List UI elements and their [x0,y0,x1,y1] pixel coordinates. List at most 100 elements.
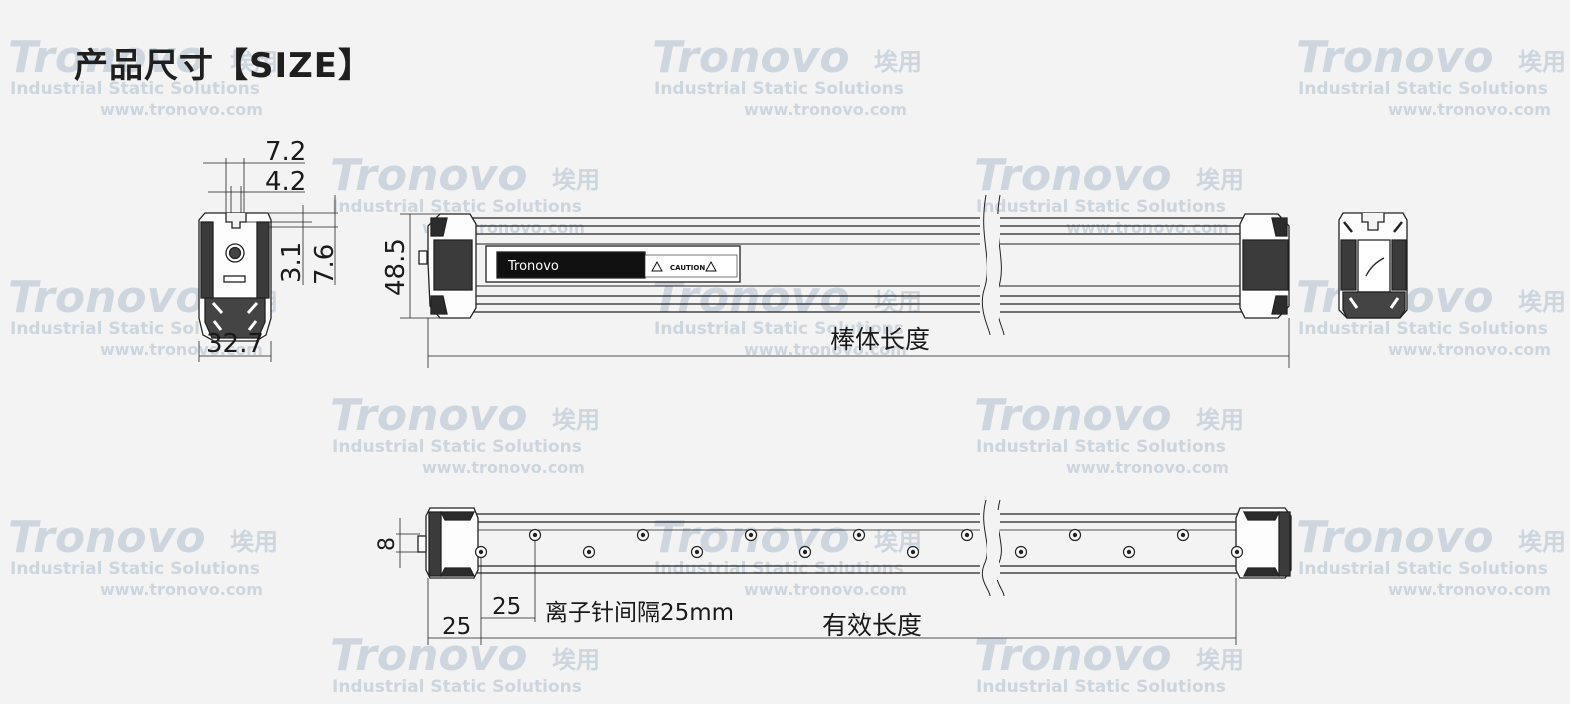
dim-pin-offset: 8 [375,537,400,551]
watermark-logo: Tronovo 埃用 Industrial Static Solutionswww.… [8,32,278,119]
pin-spacing-note: 离子针间隔25mm [545,600,734,626]
svg-text:Industrial Static Solutions: Industrial Static Solutions [654,319,904,339]
ion-pin-tip [478,549,484,555]
svg-text:埃用: 埃用 [1518,528,1566,556]
svg-text:埃用: 埃用 [230,48,278,76]
svg-text:埃用: 埃用 [1518,48,1566,76]
bar-pin-view [396,499,1292,645]
dim-slot-depth: 3.1 [277,242,307,283]
dim-effective-length: 有效长度 [822,611,922,640]
ion-pin-group [474,528,1244,559]
svg-text:Industrial Static Solutions: Industrial Static Solutions [332,677,582,697]
svg-text:Tronovo: Tronovo [8,512,206,563]
svg-text:Tronovo: Tronovo [974,630,1172,681]
watermark-logo: Tronovo 埃用 Industrial Static Solutionswww.… [974,390,1244,477]
svg-text:埃用: 埃用 [874,288,922,316]
svg-text:www.tronovo.com: www.tronovo.com [1066,458,1229,477]
ion-pin-tip [532,532,538,538]
end-view-left [198,158,338,362]
svg-text:Industrial Static Solutions: Industrial Static Solutions [332,197,582,217]
ion-pin-tip [1126,549,1132,555]
svg-text:www.tronovo.com: www.tronovo.com [1388,340,1551,359]
ion-pin-tip [748,532,754,538]
svg-text:www.tronovo.com: www.tronovo.com [744,580,907,599]
watermark-logo: Tronovo 埃用 Industrial Static Solutionswww.… [1296,512,1566,599]
svg-text:www.tronovo.com: www.tronovo.com [1388,100,1551,119]
dim-height: 48.5 [381,238,411,296]
warning-icon [705,260,717,272]
watermark-logo: Tronovo 埃用 Industrial Static Solutionswww.… [8,512,278,599]
svg-text:埃用: 埃用 [552,166,600,194]
ion-pin-tip [910,549,916,555]
ion-pin-tip [856,532,862,538]
svg-text:埃用: 埃用 [230,528,278,556]
svg-text:埃用: 埃用 [1196,406,1244,434]
svg-text:Tronovo: Tronovo [974,390,1172,441]
ion-pin-tip [586,549,592,555]
svg-text:Tronovo: Tronovo [8,272,206,323]
ion-pin-tip [1072,532,1078,538]
svg-text:埃用: 埃用 [1196,166,1244,194]
svg-text:埃用: 埃用 [874,48,922,76]
svg-text:埃用: 埃用 [1518,288,1566,316]
svg-text:Industrial Static Solutions: Industrial Static Solutions [10,559,260,579]
end-view-right [1338,212,1408,319]
caution-label: CAUTION [670,264,705,272]
svg-text:Tronovo: Tronovo [8,32,206,83]
svg-text:Industrial Static Solutions: Industrial Static Solutions [332,437,582,457]
svg-text:Tronovo: Tronovo [330,150,528,201]
svg-text:埃用: 埃用 [1196,646,1244,674]
dim-end-width: 32.7 [206,329,264,359]
svg-text:埃用: 埃用 [552,646,600,674]
ion-pin-tip [1018,549,1024,555]
bar-front-view [400,194,1290,368]
svg-text:Tronovo: Tronovo [1296,32,1494,83]
svg-text:www.tronovo.com: www.tronovo.com [1066,218,1229,237]
svg-text:Tronovo: Tronovo [330,390,528,441]
svg-text:Industrial Static Solutions: Industrial Static Solutions [976,437,1226,457]
svg-text:埃用: 埃用 [552,406,600,434]
warning-icon [651,260,663,272]
ion-pin-tip [640,532,646,538]
svg-text:Industrial Static Solutions: Industrial Static Solutions [10,79,260,99]
dim-first-pin: 25 [442,614,471,640]
svg-text:www.tronovo.com: www.tronovo.com [744,100,907,119]
ion-pin-tip [802,549,808,555]
ion-pin-tip [1234,549,1240,555]
ion-pin-tip [694,549,700,555]
svg-text:www.tronovo.com: www.tronovo.com [100,580,263,599]
svg-text:www.tronovo.com: www.tronovo.com [100,340,263,359]
dim-pin-pitch: 25 [492,594,521,620]
svg-text:Industrial Static Solutions: Industrial Static Solutions [10,319,260,339]
svg-text:Industrial Static Solutions: Industrial Static Solutions [1298,559,1548,579]
svg-text:Industrial Static Solutions: Industrial Static Solutions [976,197,1226,217]
svg-text:www.tronovo.com: www.tronovo.com [744,340,907,359]
dim-slot-width: 4.2 [265,167,306,197]
watermark-logo: Tronovo 埃用 Industrial Static Solutionswww.… [330,390,600,477]
svg-text:Tronovo: Tronovo [330,630,528,681]
dim-bar-length: 棒体长度 [830,325,930,354]
svg-text:Industrial Static Solutions: Industrial Static Solutions [1298,79,1548,99]
svg-text:Tronovo: Tronovo [1296,512,1494,563]
svg-text:www.tronovo.com: www.tronovo.com [100,100,263,119]
svg-text:Tronovo: Tronovo [652,32,850,83]
ion-pin-tip [1180,532,1186,538]
bar-logo-text: Tronovo [507,259,559,274]
svg-text:www.tronovo.com: www.tronovo.com [422,458,585,477]
ion-pin-tip [964,532,970,538]
dim-top-width: 7.2 [265,137,306,167]
svg-text:www.tronovo.com: www.tronovo.com [1388,580,1551,599]
page-title: 产品尺寸【SIZE】 [74,46,374,86]
svg-text:Industrial Static Solutions: Industrial Static Solutions [976,677,1226,697]
svg-text:Industrial Static Solutions: Industrial Static Solutions [654,559,904,579]
svg-text:Industrial Static Solutions: Industrial Static Solutions [654,79,904,99]
svg-text:Industrial Static Solutions: Industrial Static Solutions [1298,319,1548,339]
